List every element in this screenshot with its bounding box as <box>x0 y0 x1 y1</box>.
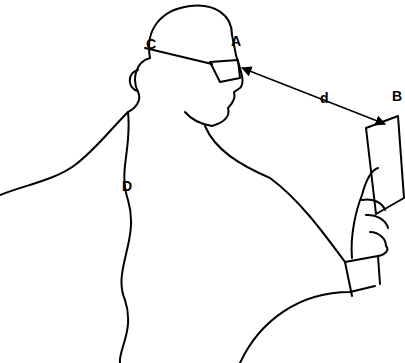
hand <box>352 168 388 258</box>
point-label: B <box>392 88 402 104</box>
sleeve-cuff <box>345 256 380 296</box>
point-label: A <box>231 33 241 49</box>
ear <box>130 70 138 91</box>
point-label: d <box>320 90 329 106</box>
glasses-lens <box>210 60 240 82</box>
neck-chest-line <box>205 126 345 262</box>
head-outline <box>149 6 242 126</box>
distance-arrow <box>242 68 385 124</box>
point-label: D <box>122 178 132 194</box>
phone <box>366 116 404 214</box>
lower-arm <box>240 286 375 363</box>
point-label: C <box>146 36 156 52</box>
back-line <box>120 58 150 363</box>
shoulder-line <box>0 112 128 195</box>
